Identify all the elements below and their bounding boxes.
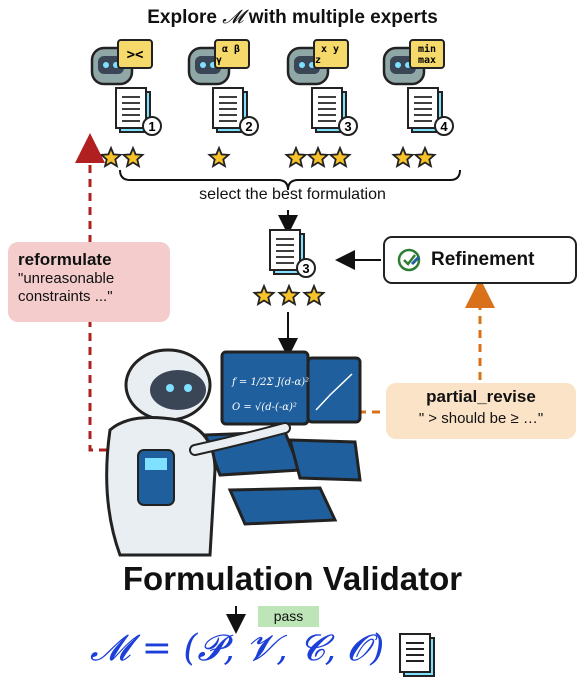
svg-text:f = 1/2Σ J(d-α)²: f = 1/2Σ J(d-α)² [231,377,309,388]
expert-badge-text: max [418,55,436,66]
expert-badge-text: min [418,43,436,55]
star-icon [277,283,301,306]
star-icon [99,145,123,168]
expert-badge-text: y [333,44,339,55]
partial-revise-arrow [358,278,495,414]
star-icon [284,145,308,168]
number-label: 1 [148,119,155,134]
svg-text:O = √(d-(-α)²: O = √(d-(-α)² [232,402,297,413]
number-label: 2 [245,119,252,134]
star-icon [306,145,330,168]
partial-revise-text: " > should be ≥ …" [418,410,544,427]
expert-badge-text: >< [127,47,144,63]
expert-badge-text: α [222,44,228,55]
reformulate-box: reformulate "unreasonable constraints ..… [8,242,170,322]
expert-1: >< 1 [90,39,162,168]
star-icon [302,283,326,306]
expert-badge [214,39,250,69]
number-label: 3 [302,261,309,276]
expert-badge [117,39,153,69]
number-badge [434,116,454,136]
star-icon [207,145,231,168]
partial-revise-box: partial_revise " > should be ≥ …" [386,383,576,439]
expert-badge-text: x [321,44,327,55]
reformulate-title: reformulate [18,250,112,269]
expert-badge-text: β [234,44,240,55]
refinement-icon [397,248,421,272]
selected-formulation: 3 [252,229,326,306]
star-icon [328,145,352,168]
reformulate-line2: constraints ..." [18,288,113,305]
validator-title: Formulation Validator [122,560,463,597]
expert-badge [313,39,349,69]
star-icon [391,145,415,168]
number-badge [239,116,259,136]
number-badge [296,258,316,278]
number-label: 3 [344,119,351,134]
star-icon [121,145,145,168]
select-label: select the best formulation [199,186,386,203]
expert-badge [409,39,445,69]
star-icon [413,145,437,168]
number-badge [142,116,162,136]
diagram-title: Explore 𝓜 with multiple experts [147,6,438,28]
number-label: 4 [440,119,448,134]
selection-brace [119,169,461,191]
formula: 𝓜 = (𝓟, 𝓥, 𝓒, 𝓞) [90,628,385,669]
refinement-box: Refinement [383,236,577,284]
validator-robot-illustration: f = 1/2Σ J(d-α)² O = √(d-(-α)² [105,348,362,557]
partial-revise-title: partial_revise [426,387,536,406]
refinement-title: Refinement [431,249,535,270]
expert-badge-text: z [315,55,321,66]
expert-badge-text: γ [216,55,222,66]
pass-badge: pass [258,606,319,627]
formula-document-icon [399,633,435,677]
reformulate-line1: "unreasonable [18,270,115,287]
star-icon [252,283,276,306]
number-badge [338,116,358,136]
